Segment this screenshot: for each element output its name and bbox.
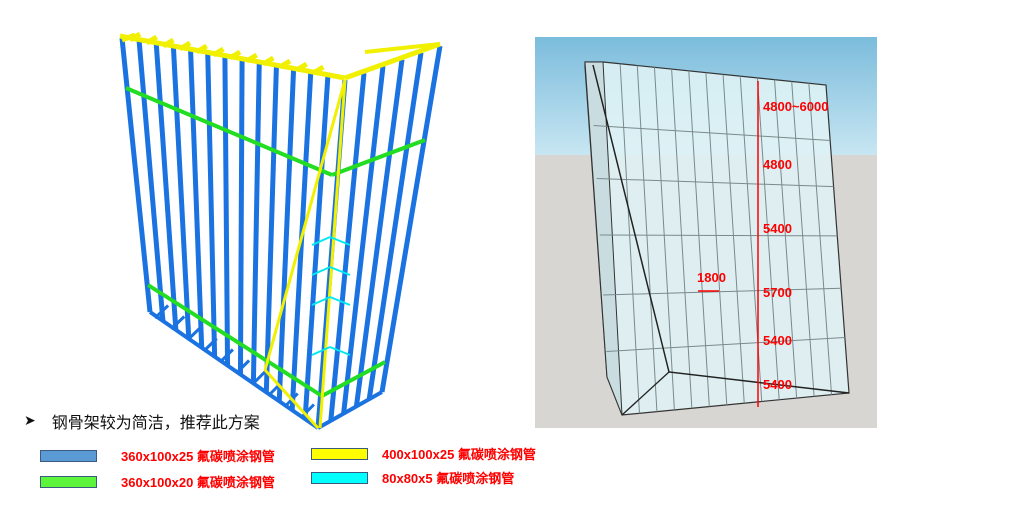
dimension-label-5700: 5700	[763, 285, 792, 300]
legend-label: 400x100x25 氟碳喷涂钢管	[382, 447, 536, 462]
glass-mullion	[603, 287, 842, 296]
top-beam	[262, 55, 275, 67]
top-beam	[195, 43, 208, 55]
dimension-label-top: 4800~6000	[763, 99, 829, 114]
steel-column	[366, 52, 424, 400]
brace	[311, 296, 331, 306]
legend-label: 360x100x20 氟碳喷涂钢管	[121, 475, 275, 490]
brace	[329, 266, 351, 276]
steel-truss	[170, 315, 186, 331]
steel-truss	[235, 359, 251, 375]
top-beam	[312, 64, 325, 76]
legend-swatch	[40, 475, 97, 488]
steel-truss	[317, 390, 383, 430]
top-beam	[178, 40, 192, 52]
top-beam	[228, 49, 242, 61]
legend-item: 400x100x25 氟碳喷涂钢管	[311, 444, 536, 463]
corner-column	[263, 368, 320, 430]
glass-mullion	[774, 79, 798, 399]
steel-girt	[125, 86, 333, 177]
legend-label: 360x100x25 氟碳喷涂钢管	[121, 449, 275, 464]
legend-swatch	[40, 449, 97, 462]
glass-mullion	[808, 83, 833, 395]
steel-column	[276, 70, 297, 402]
steel-column	[302, 76, 331, 420]
conclusion-text: 钢骨架较为简洁，推荐此方案	[51, 413, 260, 432]
dimension-label-5400-a: 5400	[763, 221, 792, 236]
dimension-label-5400-b: 5400	[763, 333, 792, 348]
steel-column	[170, 47, 192, 339]
top-beam	[278, 58, 292, 70]
steel-truss	[148, 310, 320, 430]
brace	[311, 266, 331, 276]
glass-mullion	[606, 337, 845, 352]
top-beam	[128, 31, 142, 43]
top-beam	[344, 41, 441, 81]
glass-mullion	[619, 63, 640, 414]
steel-column	[136, 41, 166, 322]
steel-girt	[321, 360, 386, 398]
arrow-bullet-icon: ➤	[24, 413, 36, 429]
steel-girt	[146, 283, 324, 398]
glass-mullion	[756, 77, 780, 400]
steel-girt	[331, 138, 426, 177]
brace	[311, 236, 331, 246]
top-beam	[245, 52, 258, 64]
glass-mullion	[722, 74, 745, 404]
steel-column	[250, 63, 262, 384]
glass-mullion	[671, 69, 693, 409]
steel-column	[328, 72, 367, 422]
top-beam	[295, 61, 308, 73]
steel-column	[222, 57, 231, 366]
dimension-label-5400-c: 5400	[763, 377, 792, 392]
dimension-label-4800: 4800	[763, 157, 792, 172]
glass-facade-render: 4800~6000 4800 5400 5700 5400 5400 1800	[535, 37, 877, 428]
glass-mullion	[653, 67, 675, 410]
steel-column	[353, 59, 405, 407]
glass-mullion	[705, 72, 728, 405]
legend-swatch	[311, 471, 368, 484]
dimension-label-spacing: 1800	[697, 270, 726, 285]
top-beam	[162, 37, 175, 49]
glass-mullion	[791, 81, 815, 397]
glass-mullion	[688, 70, 710, 407]
legend-item: 360x100x20 氟碳喷涂钢管	[40, 472, 275, 491]
top-beam	[212, 46, 225, 58]
steel-truss	[153, 304, 170, 320]
legend-label: 80x80x5 氟碳喷涂钢管	[382, 471, 515, 486]
steel-column	[153, 44, 179, 331]
glass-mullion	[596, 177, 834, 188]
brace	[329, 296, 351, 306]
steel-truss	[186, 326, 202, 342]
glass-mullion	[593, 125, 831, 141]
steel-column	[263, 66, 279, 393]
brace	[329, 236, 351, 246]
conclusion-bullet: ➤ 钢骨架较为简洁，推荐此方案	[24, 409, 260, 433]
corner-column	[263, 79, 347, 371]
steel-truss	[219, 348, 234, 364]
steel-column	[379, 45, 443, 393]
legend-item: 360x100x25 氟碳喷涂钢管	[40, 446, 275, 465]
glass-mullion	[599, 234, 838, 237]
steel-column	[341, 66, 386, 414]
legend-item: 80x80x5 氟碳喷涂钢管	[311, 468, 514, 487]
steel-column	[237, 60, 245, 375]
steel-column	[205, 54, 218, 357]
brace	[329, 346, 351, 356]
steel-column	[188, 50, 205, 348]
corner-column	[318, 79, 347, 429]
glass-mullion	[636, 65, 658, 412]
top-beam	[364, 42, 441, 54]
brace	[311, 346, 331, 356]
legend-swatch	[311, 447, 368, 460]
steel-truss	[251, 370, 267, 386]
top-beam	[145, 34, 158, 46]
steel-frame-3d-model	[119, 31, 443, 430]
steel-column	[119, 37, 153, 313]
steel-truss	[202, 337, 218, 353]
steel-truss	[300, 403, 315, 419]
